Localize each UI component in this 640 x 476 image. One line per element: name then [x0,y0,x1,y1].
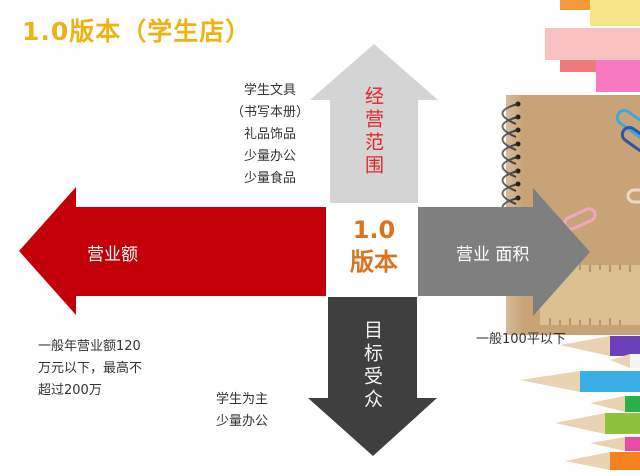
note-line: 少量办公 [243,149,296,164]
center-version-label: 1.0 版本 [330,214,418,278]
page-title: 1.0版本（学生店） [22,17,252,46]
note-line: （书写本册） [230,105,309,120]
down-arrow [308,297,437,456]
note-line: 超过200万 [38,383,102,398]
note-line: 万元以下，最高不 [38,361,143,376]
note-line: 少量办公 [216,414,269,429]
note-line: 一般100平以下 [476,332,566,347]
right-arrow-label: 营业 面积 [456,245,530,265]
center-version-number: 1.0 [352,216,396,244]
revenue-note: 一般年营业额120 万元以下，最高不 超过200万 [38,336,178,402]
business-scope-note: 学生文具 （书写本册） 礼品饰品 少量办公 少量食品 [220,80,320,190]
left-arrow [19,187,326,315]
up-arrow-label: 经营范围 [362,86,384,178]
down-arrow-label: 目标受众 [361,320,383,412]
note-line: 学生为主 [216,392,269,407]
up-arrow [310,44,438,203]
note-line: 少量食品 [243,171,296,186]
note-line: 学生文具 [243,83,296,98]
area-note: 一般100平以下 [476,329,566,351]
target-audience-note: 学生为主 少量办公 [216,389,296,433]
center-version-word: 版本 [350,248,398,276]
note-line: 一般年营业额120 [38,339,141,354]
left-arrow-label: 营业额 [87,245,138,265]
right-arrow [418,188,590,316]
note-line: 礼品饰品 [243,127,296,142]
